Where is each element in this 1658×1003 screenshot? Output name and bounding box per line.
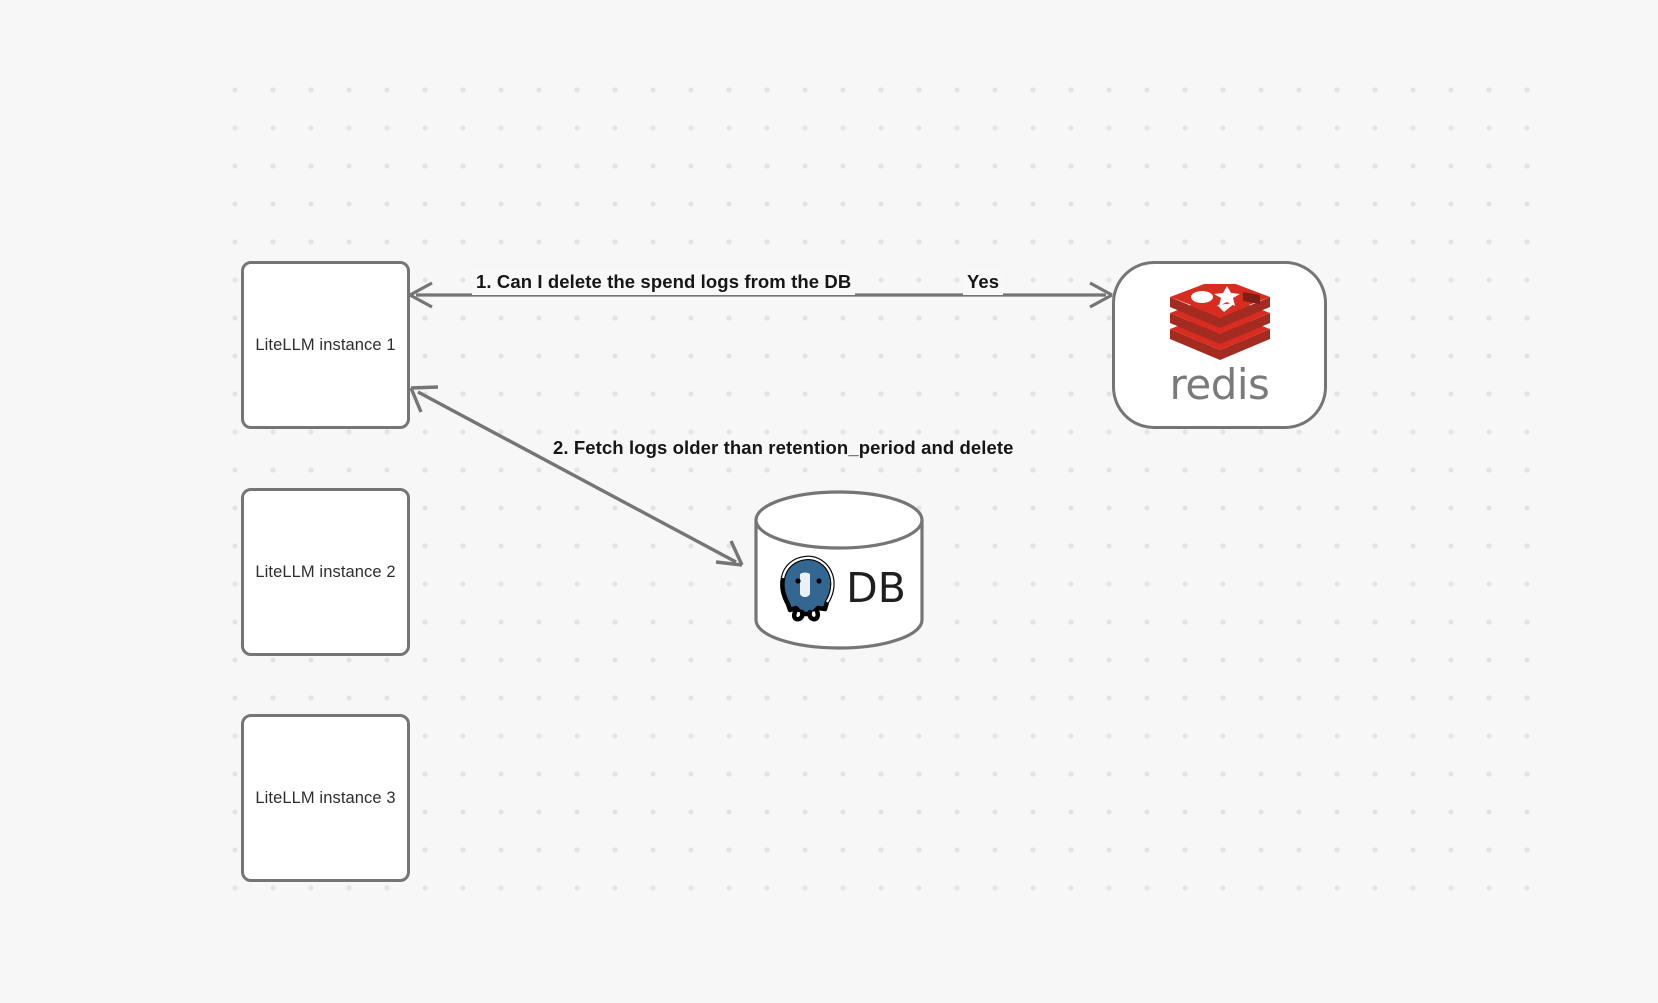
node-db[interactable]: DB — [753, 489, 925, 651]
db-content: DB — [753, 541, 925, 636]
dot-grid-background — [200, 55, 1560, 900]
edge-label-yes: Yes — [963, 269, 1004, 295]
edge-label-fetch-logs: 2. Fetch logs older than retention_perio… — [553, 437, 1014, 458]
redis-stack-icon — [1169, 284, 1270, 360]
edge-litellm1-redis — [409, 281, 1113, 309]
redis-logo: redis — [1167, 284, 1273, 406]
edge-label-delete-spend-logs: 1. Can I delete the spend logs from the … — [472, 269, 856, 295]
node-litellm-instance-3-label: LiteLLM instance 3 — [255, 788, 396, 807]
db-label: DB — [846, 564, 906, 612]
node-litellm-instance-3[interactable]: LiteLLM instance 3 — [241, 714, 410, 882]
edge-litellm1-db — [409, 385, 744, 567]
redis-wordmark: redis — [1169, 360, 1270, 409]
node-litellm-instance-2[interactable]: LiteLLM instance 2 — [241, 488, 410, 656]
postgresql-elephant-icon — [780, 555, 835, 621]
node-litellm-instance-1[interactable]: LiteLLM instance 1 — [241, 261, 410, 429]
node-litellm-instance-1-label: LiteLLM instance 1 — [255, 335, 396, 354]
node-redis[interactable]: redis — [1112, 261, 1327, 429]
node-litellm-instance-2-label: LiteLLM instance 2 — [255, 562, 396, 581]
